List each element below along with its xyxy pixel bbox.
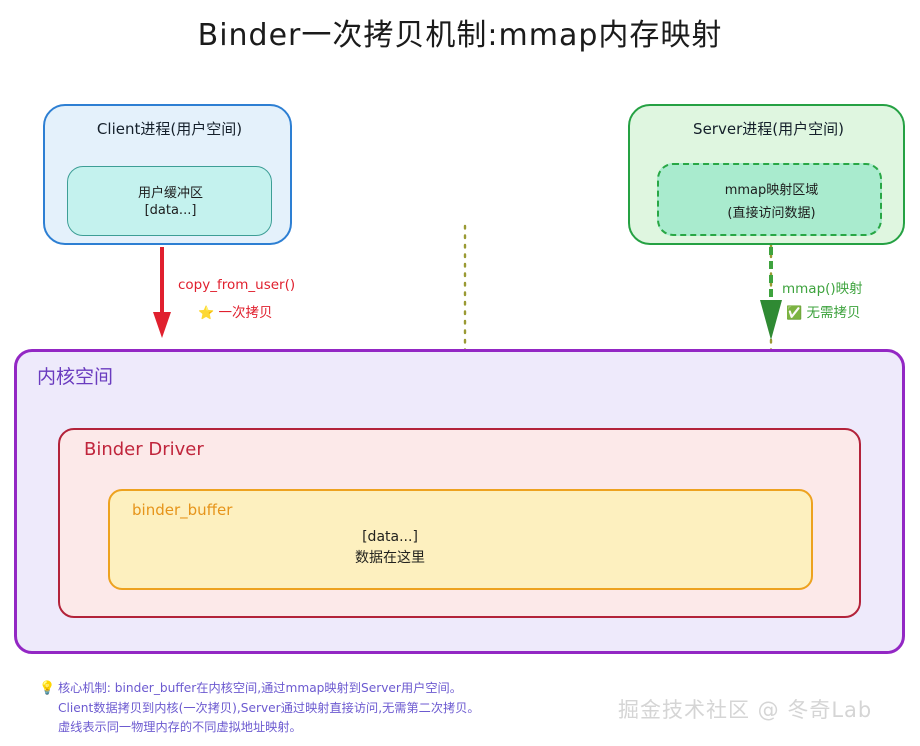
client-process-box: Client进程(用户空间) 用户缓冲区 [data...] — [43, 104, 292, 245]
binder-buffer-data-line: [data...] — [362, 529, 418, 545]
check-mark-emoji: ✅ — [786, 306, 803, 321]
binder-buffer-content: [data...] 数据在这里 — [285, 527, 495, 569]
server-mmap-region-label: mmap映射区域 — [724, 183, 819, 198]
footer-note: 💡 核心机制: binder_buffer在内核空间,通过mmap映射到Serv… — [39, 679, 480, 738]
copy-from-user-arrow — [153, 247, 171, 338]
no-copy-text: 无需拷贝 — [806, 305, 861, 321]
copy-from-user-label: copy_from_user() — [178, 277, 296, 293]
binder-driver-title: Binder Driver — [84, 439, 204, 460]
binder-buffer-title: binder_buffer — [132, 501, 233, 519]
watermark: 掘金技术社区 @ 冬奇Lab — [618, 698, 873, 722]
server-mmap-region-note: (直接访问数据) — [727, 206, 816, 221]
star-emoji: ⭐ — [198, 306, 215, 321]
server-process-title: Server进程(用户空间) — [693, 120, 844, 138]
copy-once-label: ⭐ 一次拷贝 — [198, 301, 272, 321]
page-title: Binder一次拷贝机制:mmap内存映射 — [197, 18, 723, 53]
kernel-space-title: 内核空间 — [37, 366, 114, 388]
client-user-buffer-box: 用户缓冲区 [data...] — [67, 166, 272, 236]
client-user-buffer-label: 用户缓冲区 — [137, 186, 203, 201]
mmap-mapping-arrow — [760, 247, 782, 340]
footer-line-2: Client数据拷贝到内核(一次拷贝),Server通过映射直接访问,无需第二次… — [58, 700, 480, 715]
footer-line-3: 虚线表示同一物理内存的不同虚拟地址映射。 — [58, 720, 302, 734]
client-process-title: Client进程(用户空间) — [96, 120, 243, 138]
binder-buffer-box: binder_buffer [data...] 数据在这里 — [108, 489, 813, 590]
server-mmap-region-box: mmap映射区域 (直接访问数据) — [657, 163, 882, 236]
client-user-buffer-data: [data...] — [144, 203, 197, 218]
lightbulb-emoji: 💡 — [39, 681, 56, 696]
server-process-box: Server进程(用户空间) mmap映射区域 (直接访问数据) — [628, 104, 905, 245]
footer-line-1: 核心机制: binder_buffer在内核空间,通过mmap映射到Server… — [58, 681, 462, 695]
no-copy-label: ✅ 无需拷贝 — [786, 301, 860, 321]
copy-once-text: 一次拷贝 — [218, 305, 273, 321]
binder-buffer-data-note: 数据在这里 — [355, 550, 425, 566]
mmap-mapping-label: mmap()映射 — [782, 281, 863, 297]
